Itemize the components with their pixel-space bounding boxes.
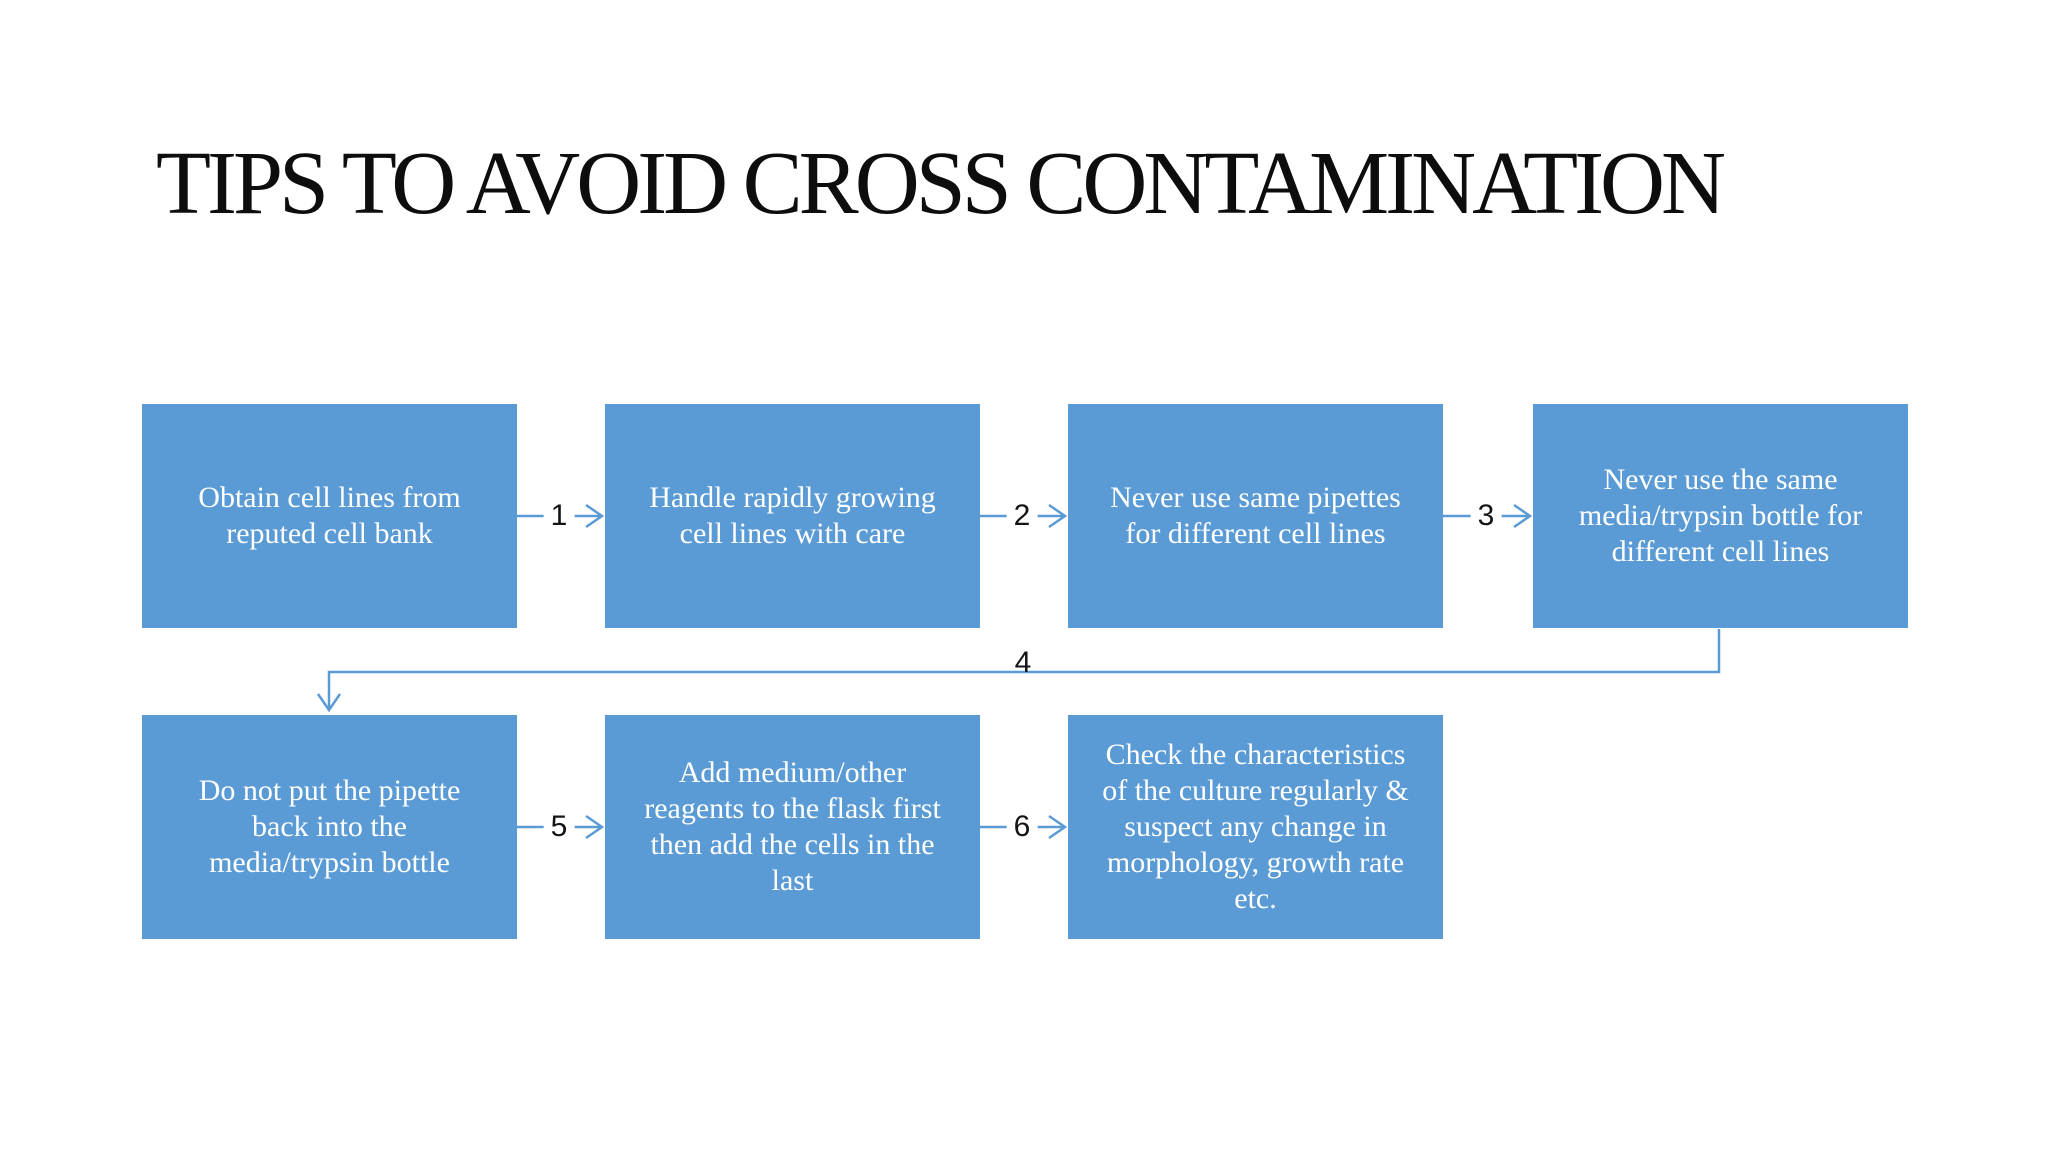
arrowhead-right-icon <box>1048 503 1068 529</box>
arrowhead-down-icon <box>316 693 342 713</box>
connector-label-5: 5 <box>543 812 575 842</box>
connector-label-1: 1 <box>543 501 575 531</box>
flow-box-2-text: Handle rapidly growing cell lines with c… <box>649 481 936 550</box>
flow-box-6-text: Add medium/other reagents to the flask f… <box>644 756 941 897</box>
flow-box-4-text: Never use the same media/trypsin bottle … <box>1578 463 1863 568</box>
page-title: TIPS TO AVOID CROSS CONTAMINATION <box>156 134 1726 233</box>
arrowhead-right-icon <box>585 814 605 840</box>
flow-box-7: Check the characteristics of the culture… <box>1068 715 1443 939</box>
flow-box-6: Add medium/other reagents to the flask f… <box>605 715 980 939</box>
flow-box-4: Never use the same media/trypsin bottle … <box>1533 404 1908 628</box>
flow-box-3-text: Never use same pipettes for different ce… <box>1110 481 1401 550</box>
connector-arrow-4 <box>316 629 1721 713</box>
flow-box-1: Obtain cell lines from reputed cell bank <box>142 404 517 628</box>
connector-label-6: 6 <box>1006 812 1038 842</box>
connector-label-3: 3 <box>1470 501 1502 531</box>
connector-label-4: 4 <box>1014 646 1032 679</box>
arrowhead-right-icon <box>1513 503 1533 529</box>
flow-box-5-text: Do not put the pipette back into the med… <box>198 774 461 879</box>
arrowhead-right-icon <box>1048 814 1068 840</box>
flow-box-1-text: Obtain cell lines from reputed cell bank <box>198 481 461 550</box>
flow-box-5: Do not put the pipette back into the med… <box>142 715 517 939</box>
arrowhead-right-icon <box>585 503 605 529</box>
flow-box-7-text: Check the characteristics of the culture… <box>1102 738 1409 915</box>
flow-box-3: Never use same pipettes for different ce… <box>1068 404 1443 628</box>
flow-box-2: Handle rapidly growing cell lines with c… <box>605 404 980 628</box>
connector-label-2: 2 <box>1006 501 1038 531</box>
